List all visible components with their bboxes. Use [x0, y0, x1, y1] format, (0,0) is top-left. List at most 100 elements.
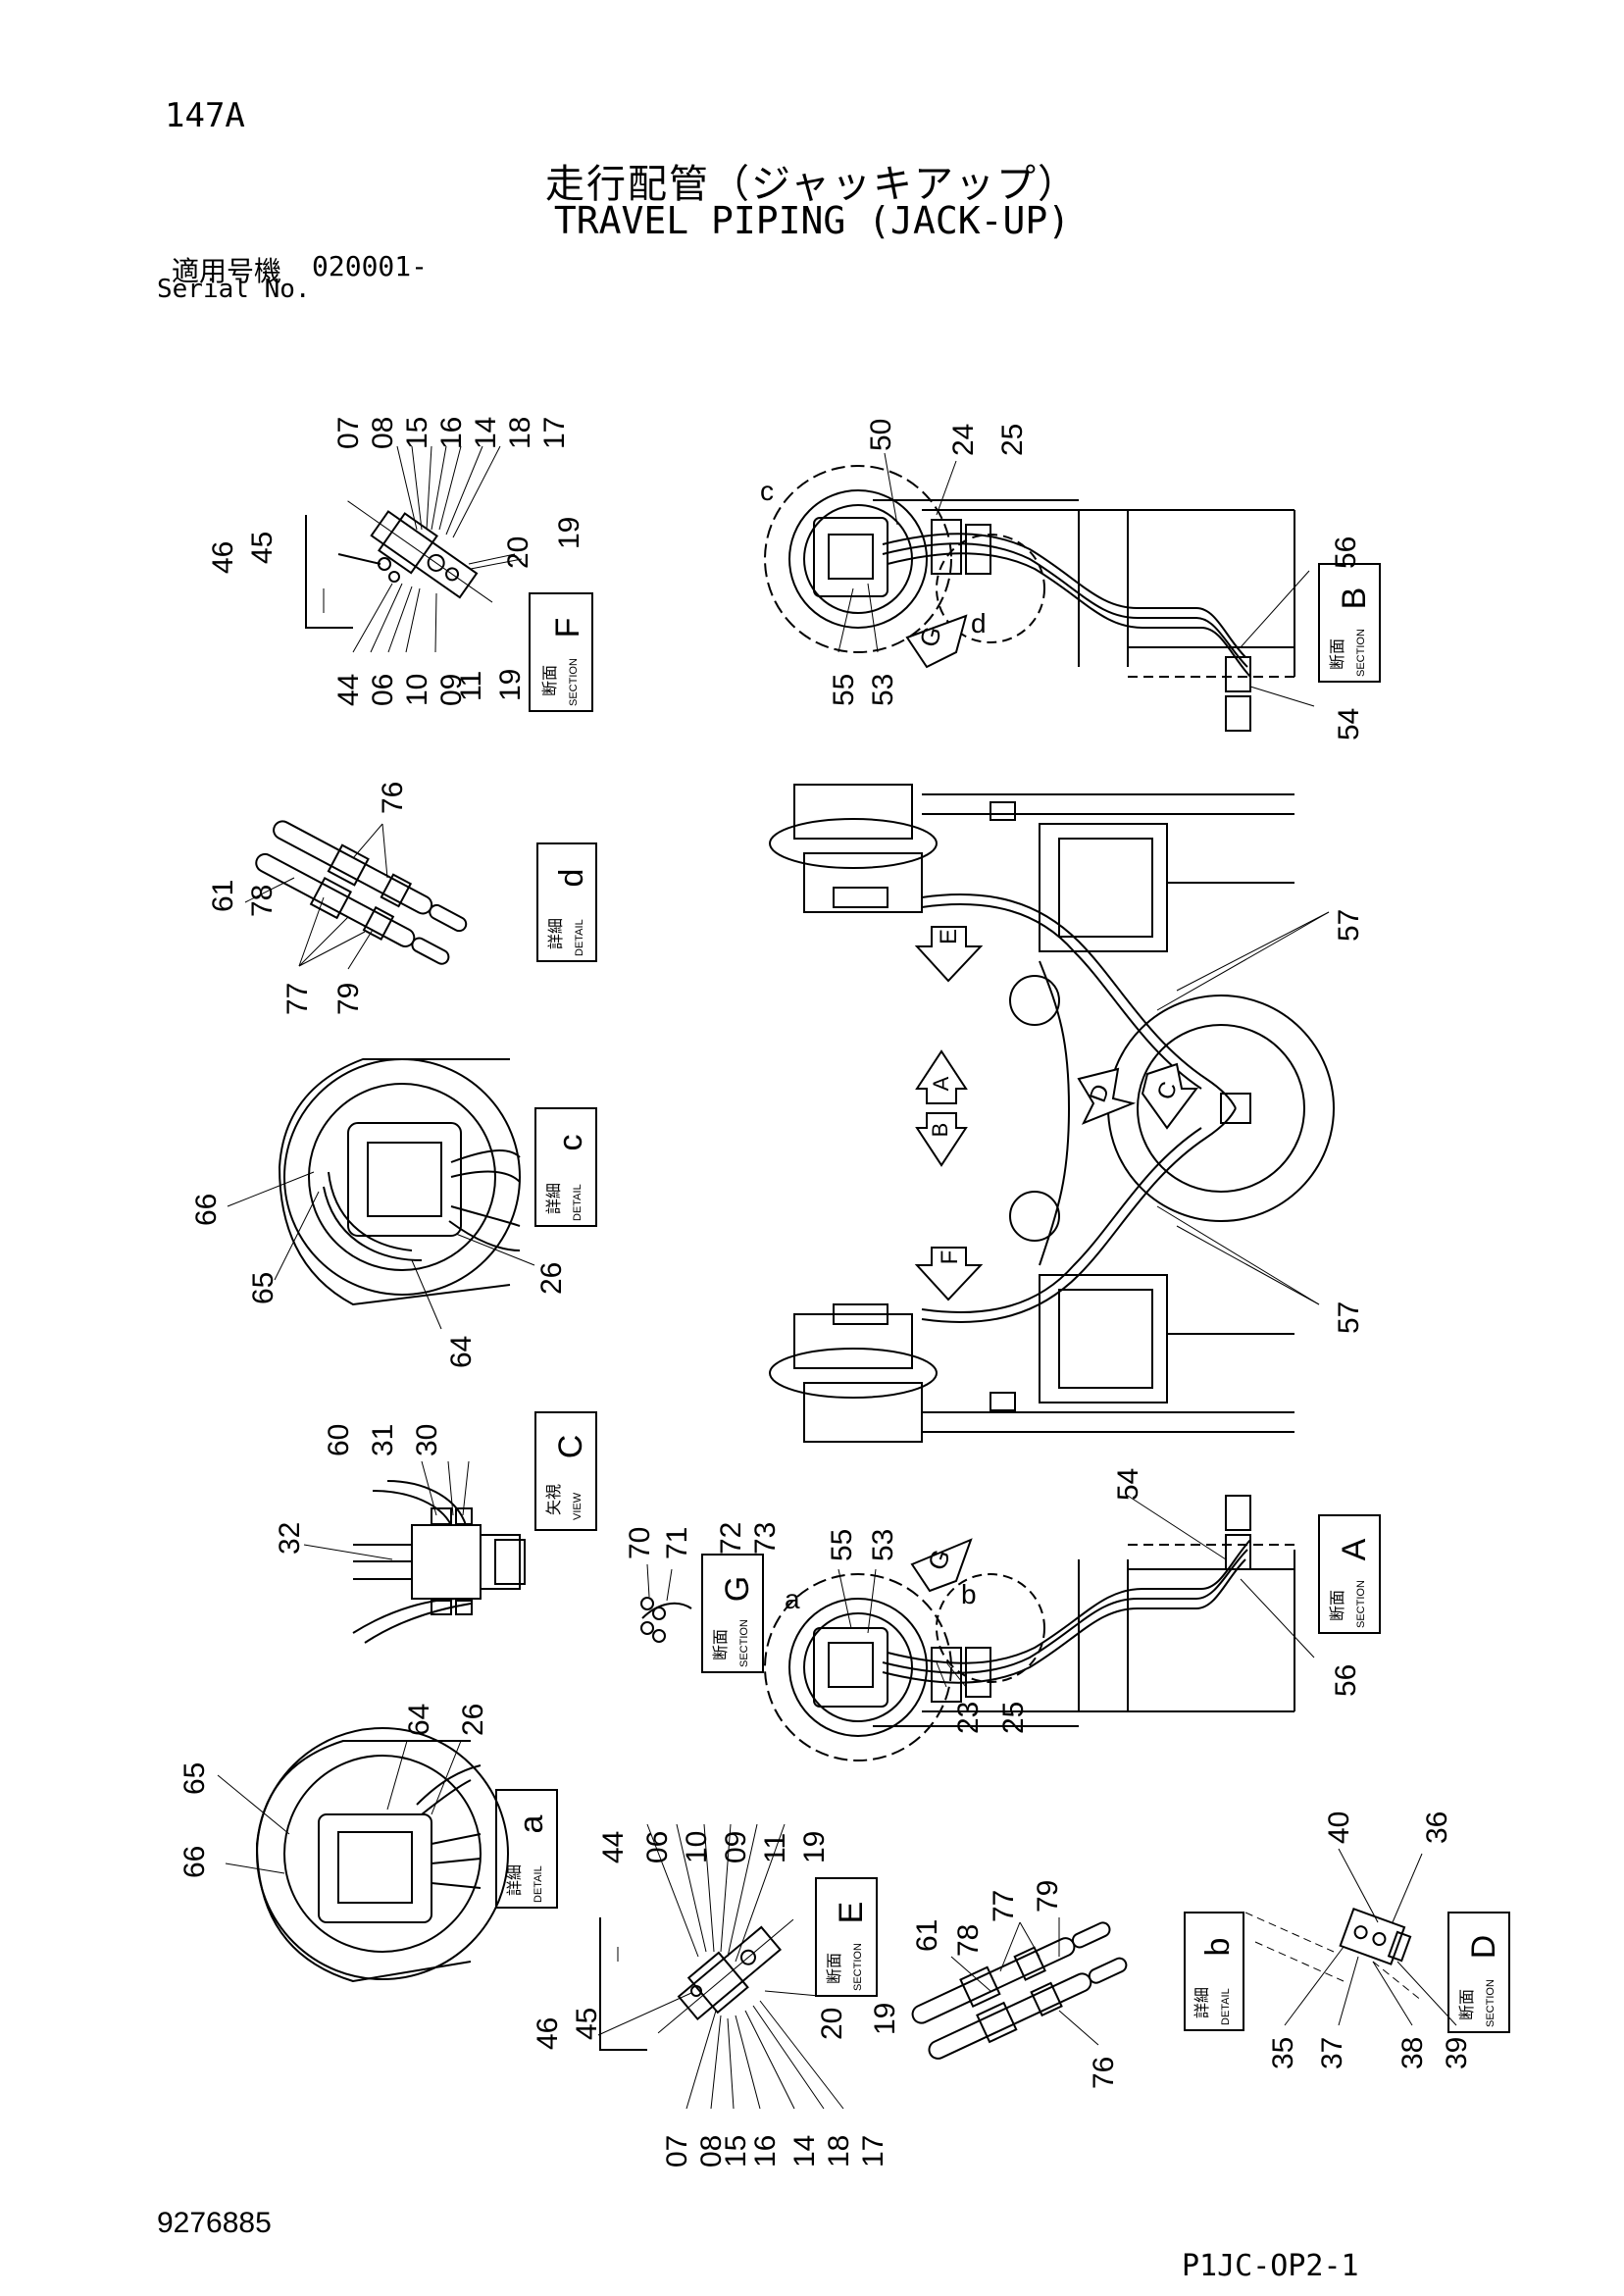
- svg-text:77: 77: [988, 1890, 1020, 1922]
- svg-text:30: 30: [411, 1424, 443, 1456]
- svg-text:26: 26: [457, 1704, 489, 1736]
- callouts-main-top: 50 24 25 56 55 53 54: [828, 419, 1365, 740]
- detail-a-drawing: [217, 1727, 509, 1983]
- svg-text:09: 09: [435, 674, 468, 706]
- svg-text:40: 40: [1323, 1811, 1355, 1844]
- svg-text:53: 53: [867, 674, 899, 706]
- view-box-b-small-frame: [1184, 1912, 1244, 2031]
- svg-text:38: 38: [1396, 2037, 1429, 2069]
- serial-label-english: Serial No.: [157, 275, 311, 304]
- svg-text:25: 25: [996, 424, 1029, 456]
- svg-text:73: 73: [749, 1522, 782, 1555]
- arrow-marker-g-top: G: [905, 614, 968, 669]
- view-label-e: E 断面 SECTION: [826, 1902, 870, 1991]
- svg-text:39: 39: [1441, 2037, 1473, 2069]
- arrow-marker-b: B: [915, 1112, 968, 1167]
- view-box-g-frame: [701, 1554, 764, 1673]
- svg-text:E: E: [833, 1902, 870, 1924]
- svg-text:18: 18: [823, 2135, 855, 2168]
- svg-text:詳細: 詳細: [547, 918, 565, 949]
- svg-text:断面: 断面: [1458, 1989, 1476, 2020]
- svg-text:断面: 断面: [712, 1629, 730, 1660]
- arrow-marker-a: A: [915, 1049, 968, 1104]
- callouts-section-g: 70 71 72 73: [624, 1522, 782, 1559]
- arrow-marker-f: F: [914, 1247, 984, 1301]
- svg-text:SECTION: SECTION: [738, 1619, 750, 1667]
- callouts-section-e: 44 06 10 09 11 19 46 45 20 19 07 08 15 1…: [532, 1831, 901, 2168]
- svg-text:61: 61: [911, 1919, 943, 1952]
- svg-text:45: 45: [571, 2008, 603, 2040]
- svg-text:10: 10: [401, 674, 433, 706]
- svg-text:07: 07: [661, 2135, 693, 2168]
- svg-text:44: 44: [597, 1831, 630, 1863]
- serial-number-value: 020001-: [312, 250, 429, 282]
- view-box-e-frame: [815, 1877, 878, 1997]
- svg-text:SECTION: SECTION: [1355, 1580, 1367, 1628]
- svg-text:72: 72: [715, 1522, 747, 1555]
- svg-text:64: 64: [403, 1704, 435, 1736]
- svg-text:17: 17: [857, 2135, 889, 2168]
- svg-text:詳細: 詳細: [506, 1864, 524, 1896]
- svg-text:71: 71: [661, 1527, 693, 1559]
- svg-text:57: 57: [1333, 909, 1365, 942]
- svg-text:15: 15: [401, 417, 433, 449]
- svg-text:35: 35: [1267, 2037, 1299, 2069]
- page-code: P1JC-OP2-1: [1182, 2249, 1359, 2283]
- svg-text:19: 19: [494, 669, 527, 701]
- view-label-b-section: B 断面 SECTION: [1329, 587, 1373, 677]
- svg-text:06: 06: [367, 674, 399, 706]
- svg-text:36: 36: [1421, 1811, 1453, 1844]
- page-title-english: TRAVEL PIPING (JACK-UP): [553, 199, 1071, 242]
- svg-text:16: 16: [435, 417, 468, 449]
- svg-text:18: 18: [504, 417, 536, 449]
- arrow-marker-g-bottom: G: [910, 1538, 973, 1593]
- page-title-japanese: 走行配管（ジャッキアップ）: [545, 162, 1079, 207]
- callouts-detail-b: 61 78 77 79 76: [911, 1880, 1120, 2089]
- svg-text:70: 70: [624, 1527, 656, 1559]
- svg-text:79: 79: [332, 983, 365, 1015]
- view-label-b-detail: b 詳細 DETAIL: [1193, 1938, 1237, 2025]
- svg-text:37: 37: [1316, 2037, 1348, 2069]
- section-d-drawing: [1244, 1848, 1457, 2026]
- svg-text:66: 66: [190, 1194, 223, 1226]
- svg-text:26: 26: [535, 1262, 568, 1295]
- svg-text:54: 54: [1333, 708, 1365, 740]
- svg-text:15: 15: [720, 2135, 752, 2168]
- main-top-section-b-drawing: [764, 452, 1315, 732]
- svg-text:16: 16: [749, 2135, 782, 2168]
- svg-text:11: 11: [759, 1833, 791, 1863]
- svg-text:19: 19: [869, 2003, 901, 2035]
- main-bottom-section-a-drawing: [764, 1495, 1315, 1761]
- svg-text:50: 50: [865, 419, 897, 451]
- callouts-main-bottom: 54 55 53 56 23 25: [826, 1468, 1362, 1734]
- view-label-g: G 断面 SECTION: [712, 1576, 756, 1667]
- section-e-drawing: [597, 1823, 844, 2110]
- svg-text:断面: 断面: [826, 1953, 843, 1984]
- svg-text:C: C: [552, 1435, 589, 1459]
- svg-text:19: 19: [553, 517, 585, 549]
- svg-text:DETAIL: DETAIL: [1220, 1988, 1232, 2025]
- svg-text:SECTION: SECTION: [568, 658, 580, 706]
- svg-text:08: 08: [367, 417, 399, 449]
- svg-text:24: 24: [947, 424, 980, 456]
- page-number: 147A: [165, 96, 245, 135]
- svg-text:19: 19: [798, 1831, 831, 1863]
- callouts-detail-d: 76 61 78 77 79: [207, 782, 409, 1015]
- view-label-a-section: A 断面 SECTION: [1329, 1538, 1373, 1628]
- svg-text:VIEW: VIEW: [572, 1492, 584, 1520]
- callouts-section-d: 40 36 35 37 38 39: [1267, 1811, 1473, 2069]
- view-box-d-section-frame: [1447, 1912, 1510, 2033]
- svg-text:矢視: 矢視: [545, 1484, 563, 1515]
- svg-text:06: 06: [641, 1831, 674, 1863]
- detail-d-drawing: [244, 820, 468, 970]
- svg-text:F: F: [549, 618, 586, 638]
- svg-text:断面: 断面: [541, 665, 559, 696]
- svg-text:20: 20: [502, 536, 534, 569]
- svg-text:14: 14: [470, 417, 502, 449]
- svg-text:10: 10: [681, 1831, 713, 1863]
- view-label-f: F 断面 SECTION: [541, 618, 586, 706]
- view-box-a-frame: [495, 1789, 558, 1909]
- svg-text:d: d: [553, 869, 590, 888]
- svg-text:G: G: [719, 1576, 756, 1602]
- svg-text:60: 60: [323, 1424, 355, 1456]
